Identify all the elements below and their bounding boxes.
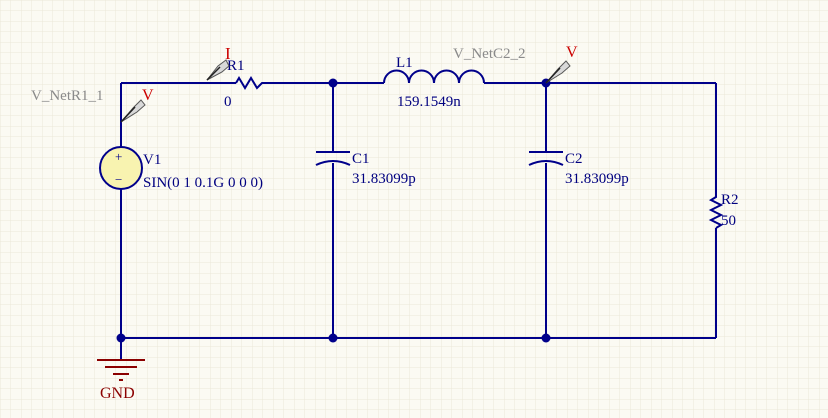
junction-dot <box>328 78 338 88</box>
v1-designator: V1 <box>143 152 161 168</box>
resistor-r1[interactable]: R1 0 <box>206 58 266 110</box>
gnd-label: GND <box>100 385 135 402</box>
voltage-probe-2-label: V <box>566 44 578 61</box>
resistor-r2[interactable]: R2 50 <box>708 192 739 229</box>
junction-dot <box>541 333 551 343</box>
net-label-netr1: V_NetR1_1 <box>31 88 104 104</box>
minus-sign: − <box>115 172 122 187</box>
current-probe[interactable]: I <box>206 44 231 81</box>
v1-value: SIN(0 1 0.1G 0 0 0) <box>143 175 263 191</box>
ground-symbol[interactable]: GND <box>97 359 145 402</box>
junction-dot <box>328 333 338 343</box>
c2-designator: C2 <box>565 151 583 167</box>
c1-designator: C1 <box>352 151 370 167</box>
c1-value: 31.83099p <box>352 171 416 187</box>
r1-designator: R1 <box>227 58 245 74</box>
voltage-source-v1[interactable]: + − V1 SIN(0 1 0.1G 0 0 0) <box>99 146 263 191</box>
voltage-probe-1-label: V <box>142 87 154 104</box>
source-body <box>99 146 143 190</box>
inductor-l1[interactable]: L1 159.1549n <box>383 55 485 110</box>
net-label-netc2: V_NetC2_2 <box>453 46 526 62</box>
r2-designator: R2 <box>721 192 739 208</box>
voltage-probe-1[interactable]: V <box>120 87 154 123</box>
capacitor-c2[interactable]: C2 31.83099p <box>528 151 629 187</box>
r2-value: 50 <box>721 213 736 229</box>
l1-value: 159.1549n <box>397 94 461 110</box>
wires <box>120 82 717 360</box>
current-probe-label: I <box>225 44 231 63</box>
r1-value: 0 <box>224 94 232 110</box>
plus-sign: + <box>115 149 122 164</box>
junction-dot <box>116 333 126 343</box>
voltage-probe-2[interactable]: V <box>545 44 578 84</box>
l1-designator: L1 <box>396 55 413 71</box>
c2-value: 31.83099p <box>565 171 629 187</box>
capacitor-c1[interactable]: C1 31.83099p <box>315 151 416 187</box>
